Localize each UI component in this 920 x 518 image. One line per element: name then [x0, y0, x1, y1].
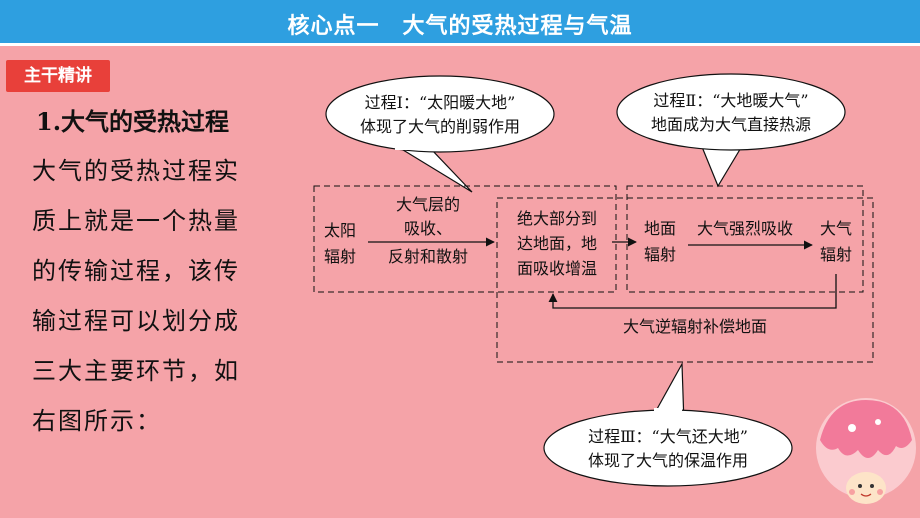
paragraph-line: 质上就是一个热量	[32, 207, 240, 235]
atm-radiation-line1: 大气	[820, 219, 852, 238]
speech-bubble-process-2: 过程Ⅱ：“大地暖大气” 地面成为大气直接热源	[616, 73, 846, 188]
paragraph-line: 输过程可以划分成	[32, 307, 240, 335]
ground-radiation-line2: 辐射	[644, 245, 676, 264]
dashed-box-process-1	[313, 185, 617, 293]
body-paragraph: 大气的受热过程实 质上就是一个热量 的传输过程，该传 输过程可以划分成 三大主要…	[32, 146, 264, 446]
bubble1-line2: 体现了大气的削弱作用	[360, 117, 520, 136]
bubble1-line1: 过程Ⅰ：“太阳暖大地”	[365, 93, 516, 112]
ground-absorb-line2: 达地面，地	[517, 234, 597, 253]
arrow1-label-bottom: 反射和散射	[388, 247, 468, 266]
arrow1-label-line2: 吸收、	[404, 219, 452, 238]
section-heading: 1.大气的受热过程	[36, 107, 230, 136]
bubble3-line2: 体现了大气的保温作用	[588, 451, 748, 470]
speech-bubble-process-3: 过程Ⅲ：“大气还大地” 体现了大气的保温作用	[543, 361, 793, 487]
solar-radiation-line1: 太阳	[324, 221, 356, 240]
arrow1-label-line1: 大气层的	[396, 195, 460, 214]
title-bar: 核心点一 大气的受热过程与气温	[0, 0, 920, 46]
ground-absorb-line3: 面吸收增温	[517, 259, 597, 278]
bubble3-line1: 过程Ⅲ：“大气还大地”	[588, 427, 748, 446]
paragraph-line: 大气的受热过程实	[32, 157, 240, 185]
dashed-box-process-2	[626, 185, 864, 293]
arrow2-label: 大气强烈吸收	[697, 219, 793, 238]
ground-radiation-line1: 地面	[644, 219, 676, 238]
ice-cream-decoration-icon	[816, 398, 916, 504]
paragraph-line: 右图所示：	[32, 407, 162, 435]
paragraph-line: 三大主要环节，如	[32, 357, 240, 385]
solar-radiation-line2: 辐射	[324, 247, 356, 266]
arrow-counter-radiation	[548, 274, 837, 309]
page-title: 核心点一 大气的受热过程与气温	[287, 14, 633, 39]
atm-radiation-line2: 辐射	[820, 245, 852, 264]
bubble2-line2: 地面成为大气直接热源	[651, 115, 811, 134]
section-tag: 主干精讲	[6, 60, 110, 92]
speech-bubble-process-1: 过程Ⅰ：“太阳暖大地” 体现了大气的削弱作用	[325, 75, 555, 193]
paragraph-line: 的传输过程，该传	[32, 257, 240, 285]
ground-absorb-line1: 绝大部分到	[517, 209, 597, 228]
return-label: 大气逆辐射补偿地面	[623, 317, 767, 336]
bubble2-line1: 过程Ⅱ：“大地暖大气”	[653, 91, 808, 110]
